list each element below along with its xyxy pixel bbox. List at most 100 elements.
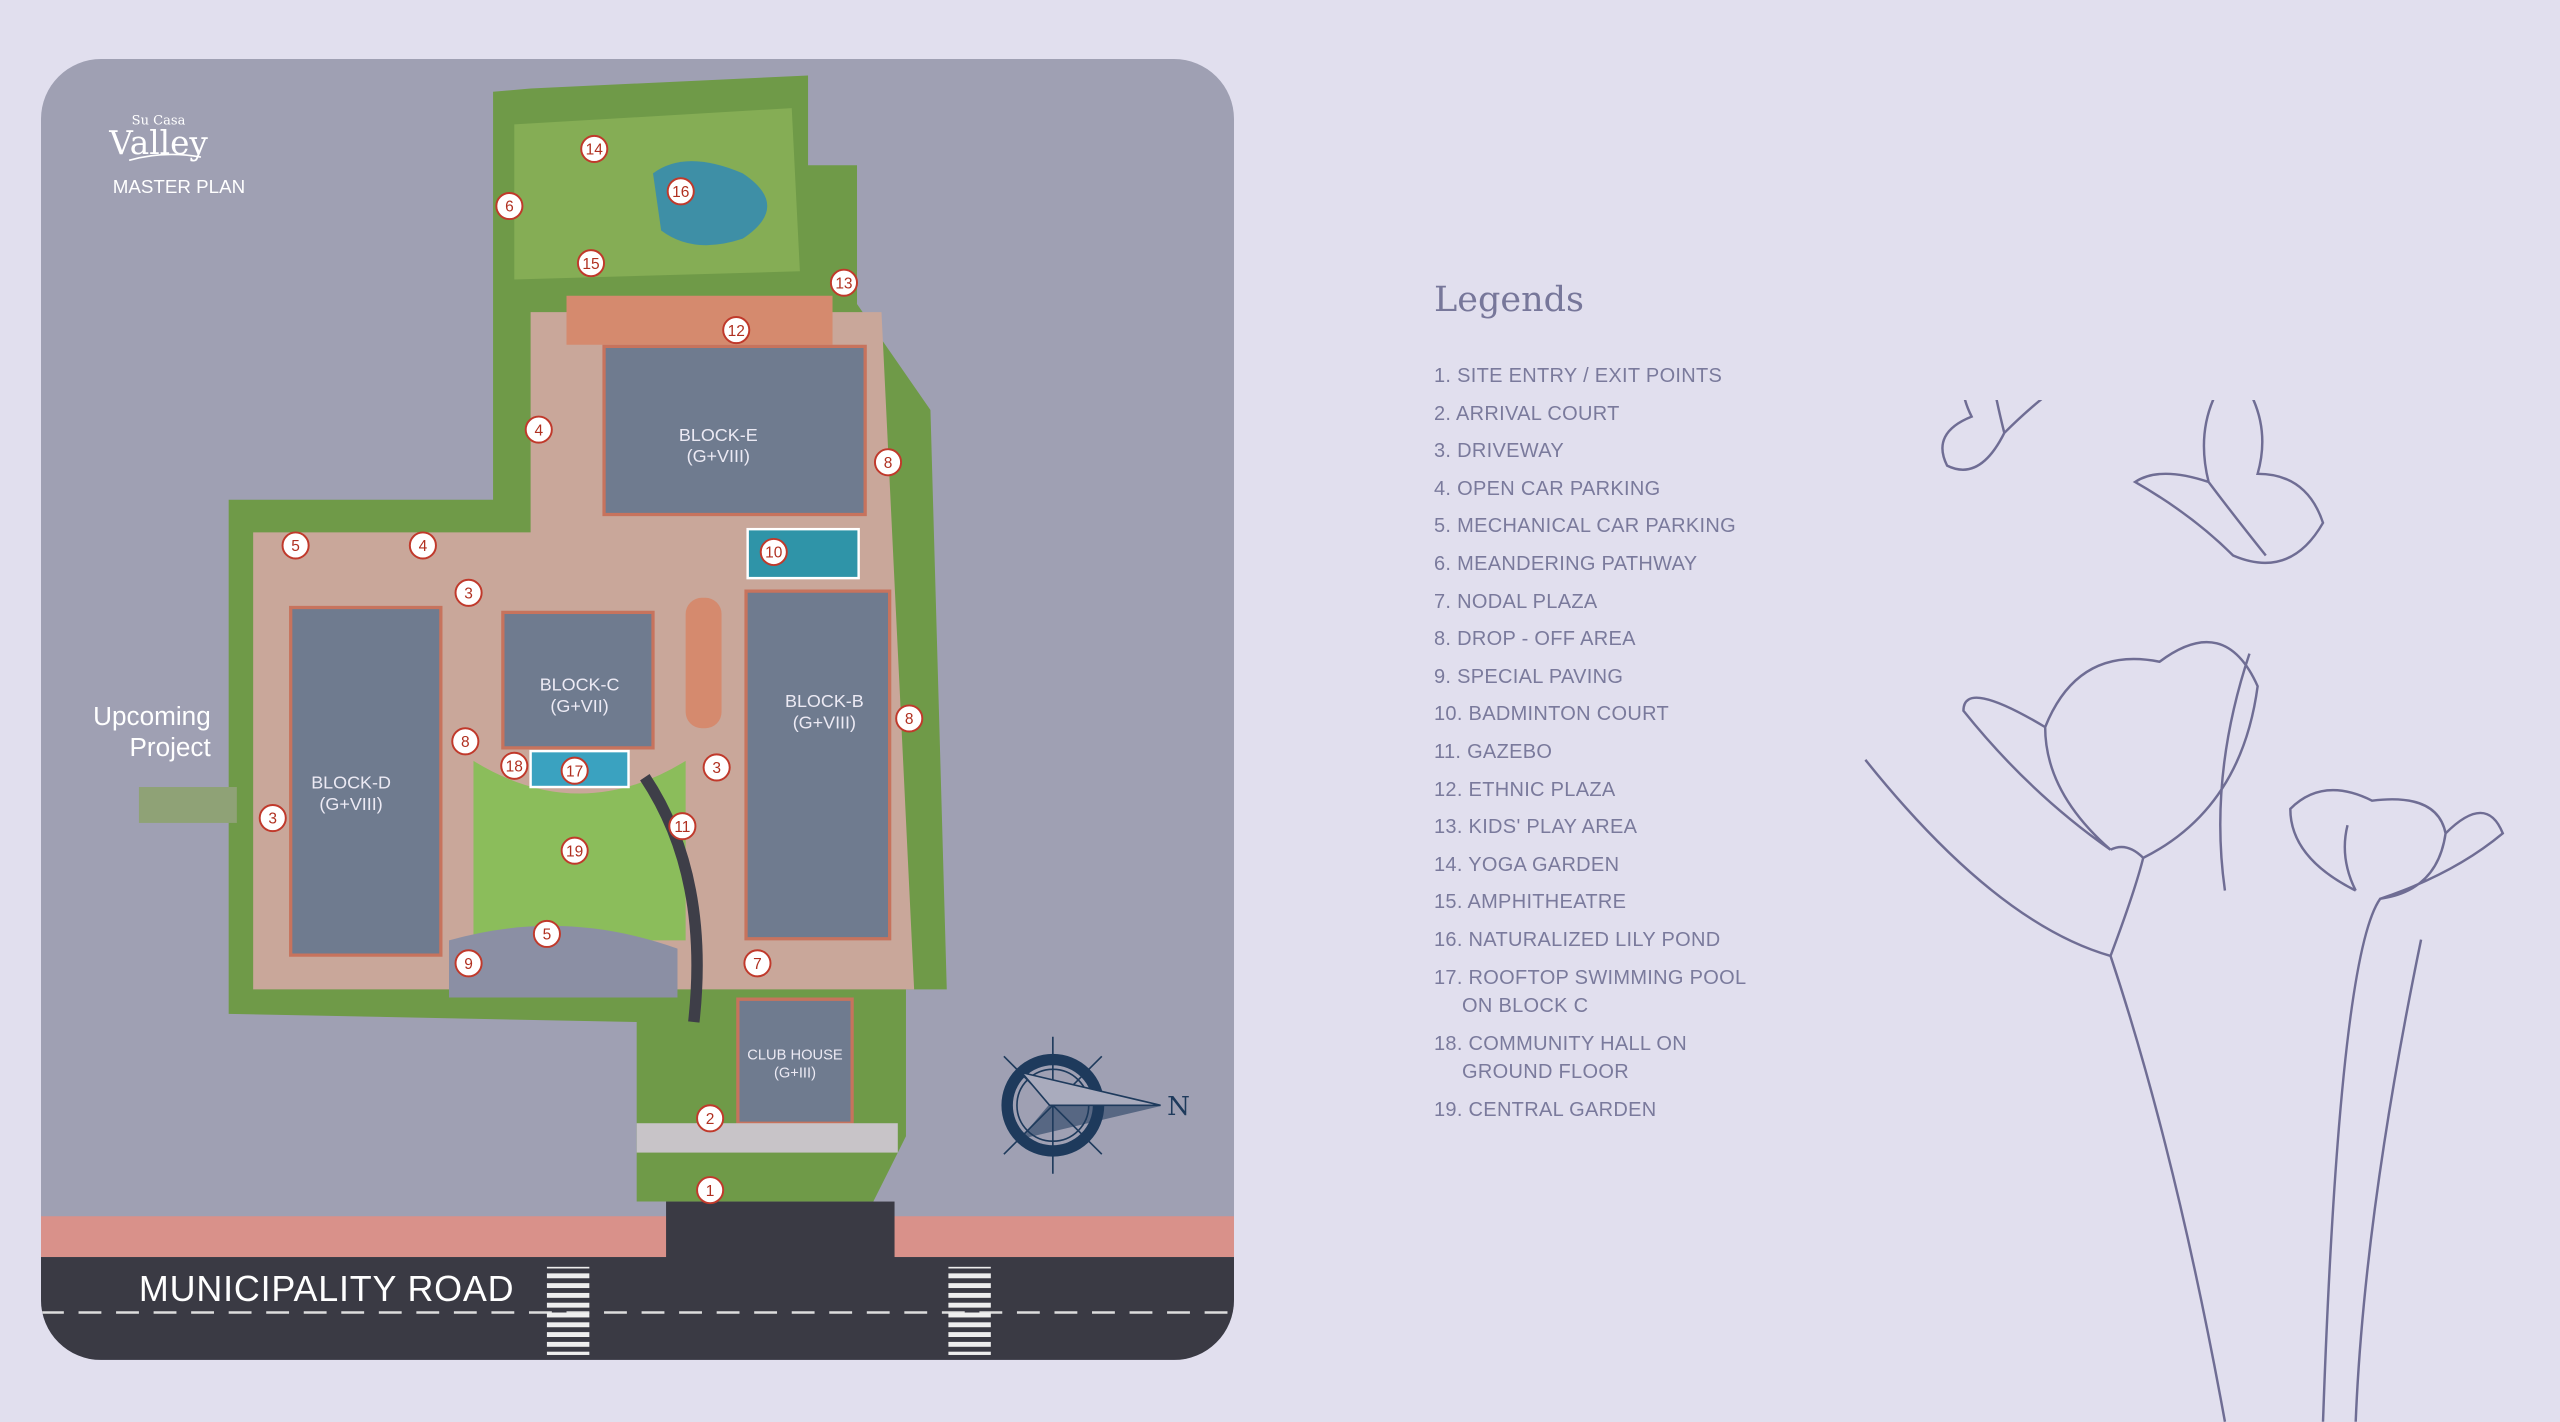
map-marker: 8 (873, 448, 903, 477)
side-path (138, 787, 237, 823)
block-e-label: BLOCK-E (679, 425, 758, 445)
map-marker: 15 (576, 249, 606, 278)
legend-item: 19. CENTRAL GARDEN (1434, 1092, 1746, 1130)
marker-circle (759, 537, 788, 567)
marker-circle (451, 727, 480, 756)
marker-circle (532, 919, 561, 948)
marker-circle (258, 803, 287, 833)
upcoming-project-label: Upcoming (93, 701, 211, 731)
legend-item-label: 2. ARRIVAL COURT (1434, 402, 1620, 425)
legend-item: 17. ROOFTOP SWIMMING POOL ON BLOCK C (1434, 960, 1746, 1026)
legend-item: 11. GAZEBO (1434, 734, 1746, 772)
legend-item-label: 12. ETHNIC PLAZA (1434, 778, 1616, 801)
butterfly-icon (2132, 400, 2325, 565)
tulip-icon (1864, 640, 2259, 1422)
legend-item: 9. SPECIAL PAVING (1434, 659, 1746, 697)
marker-circle (454, 949, 483, 978)
map-marker: 16 (666, 177, 695, 206)
buildings (289, 344, 892, 1125)
block-e-floors: (G+VIII) (687, 446, 750, 466)
legend-item-continuation: GROUND FLOOR (1462, 1061, 1629, 1084)
map-marker: 11 (668, 812, 697, 841)
marker-number: 15 (582, 256, 599, 273)
block-c (501, 610, 655, 750)
north-label: N (1167, 1092, 1190, 1122)
marker-number: 18 (506, 759, 523, 776)
legend-item-label: 8. DROP - OFF AREA (1434, 628, 1636, 651)
map-marker: 4 (524, 415, 553, 444)
marker-circle (873, 448, 903, 477)
marker-number: 19 (566, 843, 583, 860)
legend-item: 7. NODAL PLAZA (1434, 584, 1746, 622)
legend-title: Legends (1434, 280, 1584, 320)
marker-circle (895, 704, 924, 733)
marker-number: 11 (674, 819, 690, 836)
map-marker: 1 (696, 1176, 725, 1205)
marker-circle (408, 531, 437, 560)
legend-item-label: 6. MEANDERING PATHWAY (1434, 552, 1698, 575)
marker-number: 3 (712, 760, 721, 777)
marker-number: 5 (543, 927, 552, 944)
block-e (602, 344, 867, 517)
marker-number: 3 (268, 811, 277, 828)
marker-number: 4 (419, 538, 428, 555)
map-marker: 14 (580, 134, 609, 163)
block-c-label: BLOCK-C (540, 675, 620, 695)
marker-circle (668, 812, 697, 841)
legend-item-label: 15. AMPHITHEATRE (1434, 891, 1627, 914)
map-marker: 7 (743, 949, 772, 978)
block-b (744, 589, 892, 941)
legend-item-label: 3. DRIVEWAY (1434, 440, 1564, 463)
marker-number: 16 (672, 184, 689, 201)
butterfly-icon (1941, 400, 2043, 471)
legend-item: 13. KIDS' PLAY AREA (1434, 809, 1746, 847)
marker-number: 8 (461, 734, 470, 751)
legend-item-label: 10. BADMINTON COURT (1434, 703, 1669, 726)
club-house (736, 997, 854, 1125)
master-plan-title: MASTER PLAN (113, 176, 245, 197)
marker-number: 13 (835, 275, 852, 292)
block-b-floors: (G+VIII) (793, 712, 856, 732)
floral-decoration (1864, 400, 2505, 1422)
map-marker: 10 (759, 537, 788, 567)
marker-number: 3 (464, 586, 473, 603)
legend-item: 4. OPEN CAR PARKING (1434, 471, 1746, 509)
legend-item-label: 14. YOGA GARDEN (1434, 853, 1620, 876)
legend-item: 12. ETHNIC PLAZA (1434, 772, 1746, 810)
map-marker: 4 (408, 531, 437, 560)
marker-circle (524, 415, 553, 444)
marker-circle (696, 1176, 725, 1205)
marker-circle (281, 531, 310, 560)
legend-item: 8. DROP - OFF AREA (1434, 621, 1746, 659)
upcoming-project-label-2: Project (129, 732, 211, 762)
block-c-floors: (G+VII) (550, 696, 608, 716)
legend-item-continuation: ON BLOCK C (1462, 995, 1589, 1018)
marker-number: 6 (505, 199, 514, 216)
marker-circle (576, 249, 606, 278)
legend-item-label: 17. ROOFTOP SWIMMING POOL (1434, 966, 1747, 989)
map-marker: 12 (722, 316, 751, 345)
marker-number: 8 (905, 711, 914, 728)
legend-item: 6. MEANDERING PATHWAY (1434, 546, 1746, 584)
tulip-icon (2289, 788, 2505, 1422)
marker-number: 5 (291, 538, 300, 555)
legend-item: 3. DRIVEWAY (1434, 433, 1746, 471)
map-marker: 8 (451, 727, 480, 756)
marker-number: 1 (706, 1183, 715, 1200)
legend-item-label: 16. NATURALIZED LILY POND (1434, 928, 1721, 951)
club-house-label: CLUB HOUSE (747, 1048, 843, 1064)
marker-circle (580, 134, 609, 163)
marker-circle (722, 316, 751, 345)
map-marker: 3 (454, 578, 483, 607)
marker-circle (702, 753, 731, 782)
marker-circle (495, 191, 524, 221)
legend-item: 2. ARRIVAL COURT (1434, 396, 1746, 434)
marker-number: 10 (765, 545, 783, 562)
marker-number: 2 (706, 1111, 715, 1128)
svg-text:Su Casa: Su Casa (132, 113, 186, 128)
map-marker: 8 (895, 704, 924, 733)
legend-item: 16. NATURALIZED LILY POND (1434, 922, 1746, 960)
